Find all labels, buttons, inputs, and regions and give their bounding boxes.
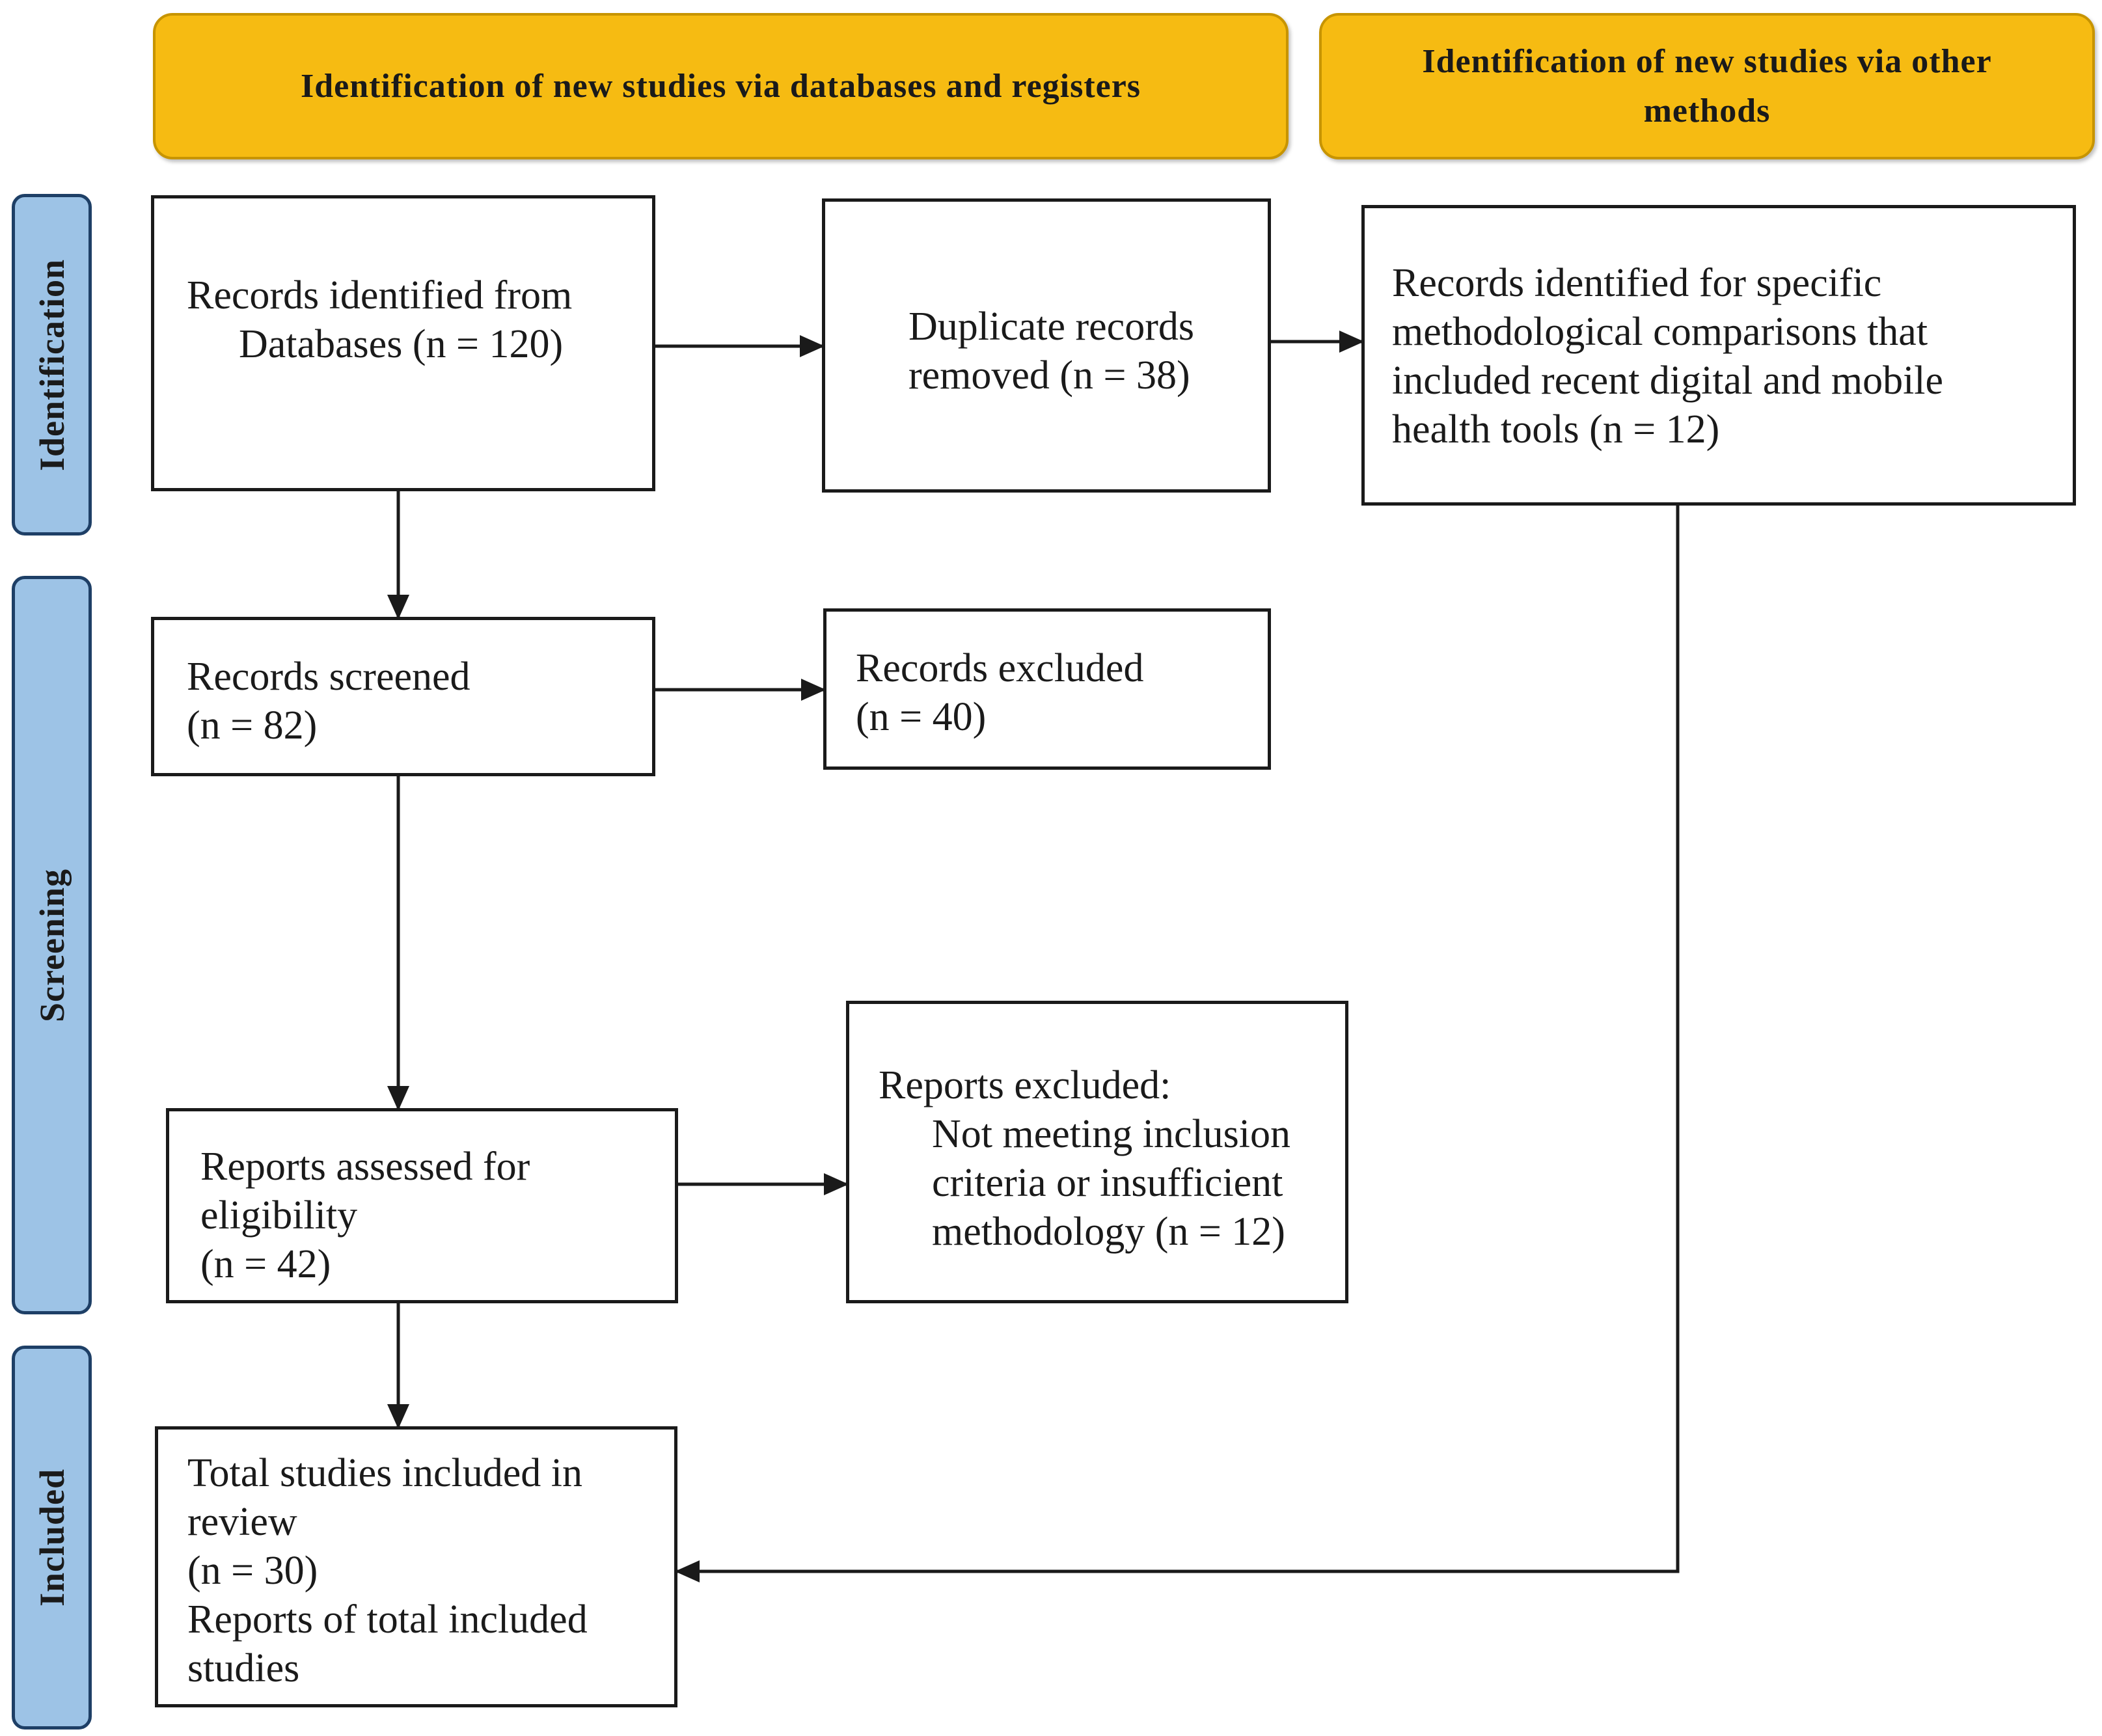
box-text-line: Reports of total included [187, 1597, 588, 1642]
box-text-line: included recent digital and mobile [1392, 359, 1944, 403]
phase-included: Included [12, 1346, 92, 1729]
box-text-line: health tools (n = 12) [1392, 407, 1720, 452]
box-text-line: criteria or insufficient [932, 1161, 1283, 1205]
header-databases-registers: Identification of new studies via databa… [153, 13, 1289, 159]
box-text-line: Databases (n = 120) [239, 322, 564, 366]
arrow-other-methods-to-total-included [675, 506, 1680, 1582]
box-reports-excluded: Reports excluded: Not meeting inclusion … [846, 1001, 1348, 1303]
box-text-line: Records identified from [187, 273, 573, 318]
box-total-included: Total studies included in review (n = 30… [155, 1426, 677, 1707]
box-text-line: methodological comparisons that [1392, 310, 1928, 354]
box-text-line: review [187, 1500, 297, 1544]
box-text-line: (n = 82) [187, 703, 318, 748]
phase-screening: Screening [12, 576, 92, 1314]
box-records-excluded: Records excluded (n = 40) [823, 608, 1271, 770]
header-other-line-2: methods [1643, 92, 1771, 129]
box-text-line: eligibility [200, 1193, 358, 1238]
box-text-line: Total studies included in [187, 1451, 582, 1495]
header-other-line-1: Identification of new studies via other [1422, 42, 1992, 80]
box-text-line: Records identified for specific [1392, 261, 1882, 305]
phase-identification: Identification [12, 194, 92, 536]
header-other-methods: Identification of new studies via other … [1319, 13, 2095, 159]
box-text-line: Records excluded [856, 646, 1144, 690]
box-other-methods-records: Records identified for specific methodol… [1361, 205, 2076, 506]
box-text-line: Duplicate records [908, 305, 1194, 349]
box-text-line: methodology (n = 12) [932, 1210, 1285, 1254]
box-text-line: (n = 40) [856, 695, 987, 739]
box-reports-assessed: Reports assessed for eligibility (n = 42… [166, 1108, 678, 1303]
box-text-line: removed (n = 38) [908, 353, 1190, 398]
box-text-line: (n = 30) [187, 1549, 318, 1593]
header-databases-text: Identification of new studies via databa… [300, 67, 1141, 105]
box-duplicates-removed: Duplicate records removed (n = 38) [822, 198, 1271, 493]
box-records-screened: Records screened (n = 82) [151, 617, 655, 776]
box-text-line: (n = 42) [200, 1242, 331, 1286]
box-text-line: studies [187, 1646, 300, 1690]
box-text-line: Reports excluded: [879, 1063, 1171, 1107]
box-text-line: Reports assessed for [200, 1145, 530, 1189]
box-text-line: Records screened [187, 655, 471, 699]
box-text-line: Not meeting inclusion [932, 1112, 1291, 1156]
box-records-identified: Records identified from Databases (n = 1… [151, 195, 655, 491]
